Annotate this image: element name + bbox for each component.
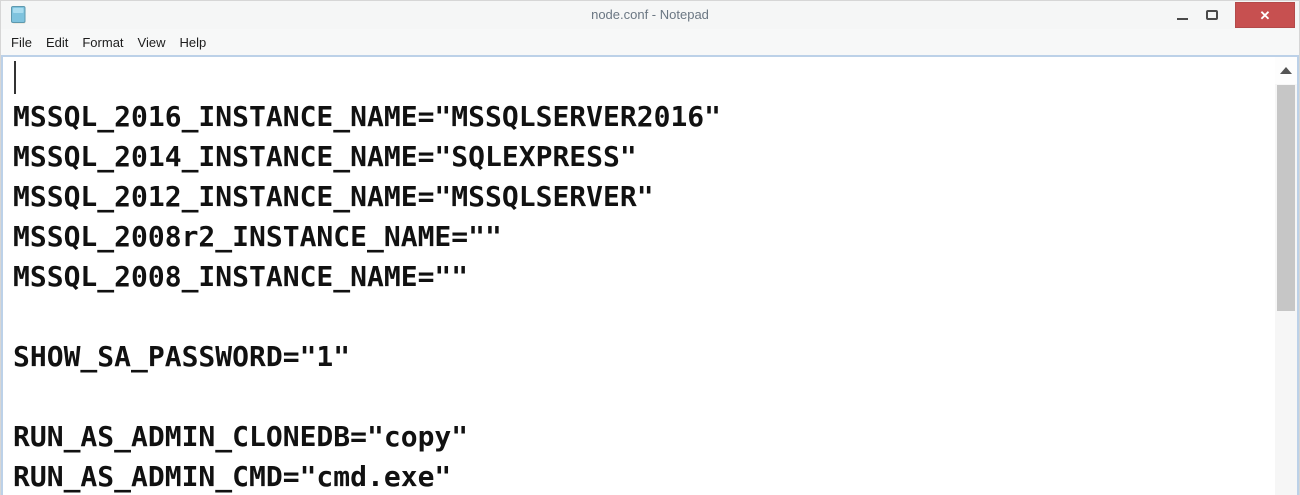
editor-line: RUN_AS_ADMIN_CLONEDB="copy" (13, 420, 469, 453)
menu-help[interactable]: Help (179, 34, 207, 50)
text-editor[interactable]: MSSQL_2016_INSTANCE_NAME="MSSQLSERVER201… (3, 57, 1275, 495)
menu-edit[interactable]: Edit (45, 34, 69, 50)
maximize-button[interactable] (1197, 2, 1227, 28)
menu-format[interactable]: Format (82, 34, 124, 50)
window-title: node.conf - Notepad (591, 7, 709, 22)
menu-view[interactable]: View (137, 34, 166, 50)
editor-line (3, 57, 1275, 97)
editor-line: MSSQL_2008r2_INSTANCE_NAME="" (13, 220, 502, 253)
chevron-up-icon (1280, 67, 1292, 74)
editor-line: RUN_AS_ADMIN_CMD="cmd.exe" (13, 460, 452, 493)
notepad-icon (11, 6, 26, 24)
close-button[interactable]: ✕ (1235, 2, 1295, 28)
maximize-icon (1206, 10, 1218, 20)
editor-line: MSSQL_2014_INSTANCE_NAME="SQLEXPRESS" (13, 140, 637, 173)
text-caret (14, 61, 16, 94)
editor-area: MSSQL_2016_INSTANCE_NAME="MSSQLSERVER201… (1, 55, 1299, 495)
minimize-icon (1176, 18, 1188, 20)
window-controls: ✕ (1167, 2, 1295, 28)
editor-line (3, 377, 1275, 417)
close-icon: ✕ (1259, 7, 1271, 23)
editor-line: SHOW_SA_PASSWORD="1" (13, 340, 351, 373)
menubar: File Edit Format View Help (1, 29, 1299, 55)
editor-line: MSSQL_2008_INSTANCE_NAME="" (13, 260, 469, 293)
editor-line: MSSQL_2012_INSTANCE_NAME="MSSQLSERVER" (13, 180, 654, 213)
notepad-app-icon[interactable] (10, 5, 27, 25)
titlebar[interactable]: node.conf - Notepad ✕ (1, 1, 1299, 29)
editor-line (3, 297, 1275, 337)
minimize-button[interactable] (1167, 2, 1197, 28)
scrollbar-thumb[interactable] (1277, 85, 1295, 311)
scroll-up-button[interactable] (1275, 57, 1297, 84)
menu-file[interactable]: File (11, 34, 32, 50)
editor-line: MSSQL_2016_INSTANCE_NAME="MSSQLSERVER201… (13, 100, 722, 133)
vertical-scrollbar[interactable] (1275, 57, 1297, 495)
